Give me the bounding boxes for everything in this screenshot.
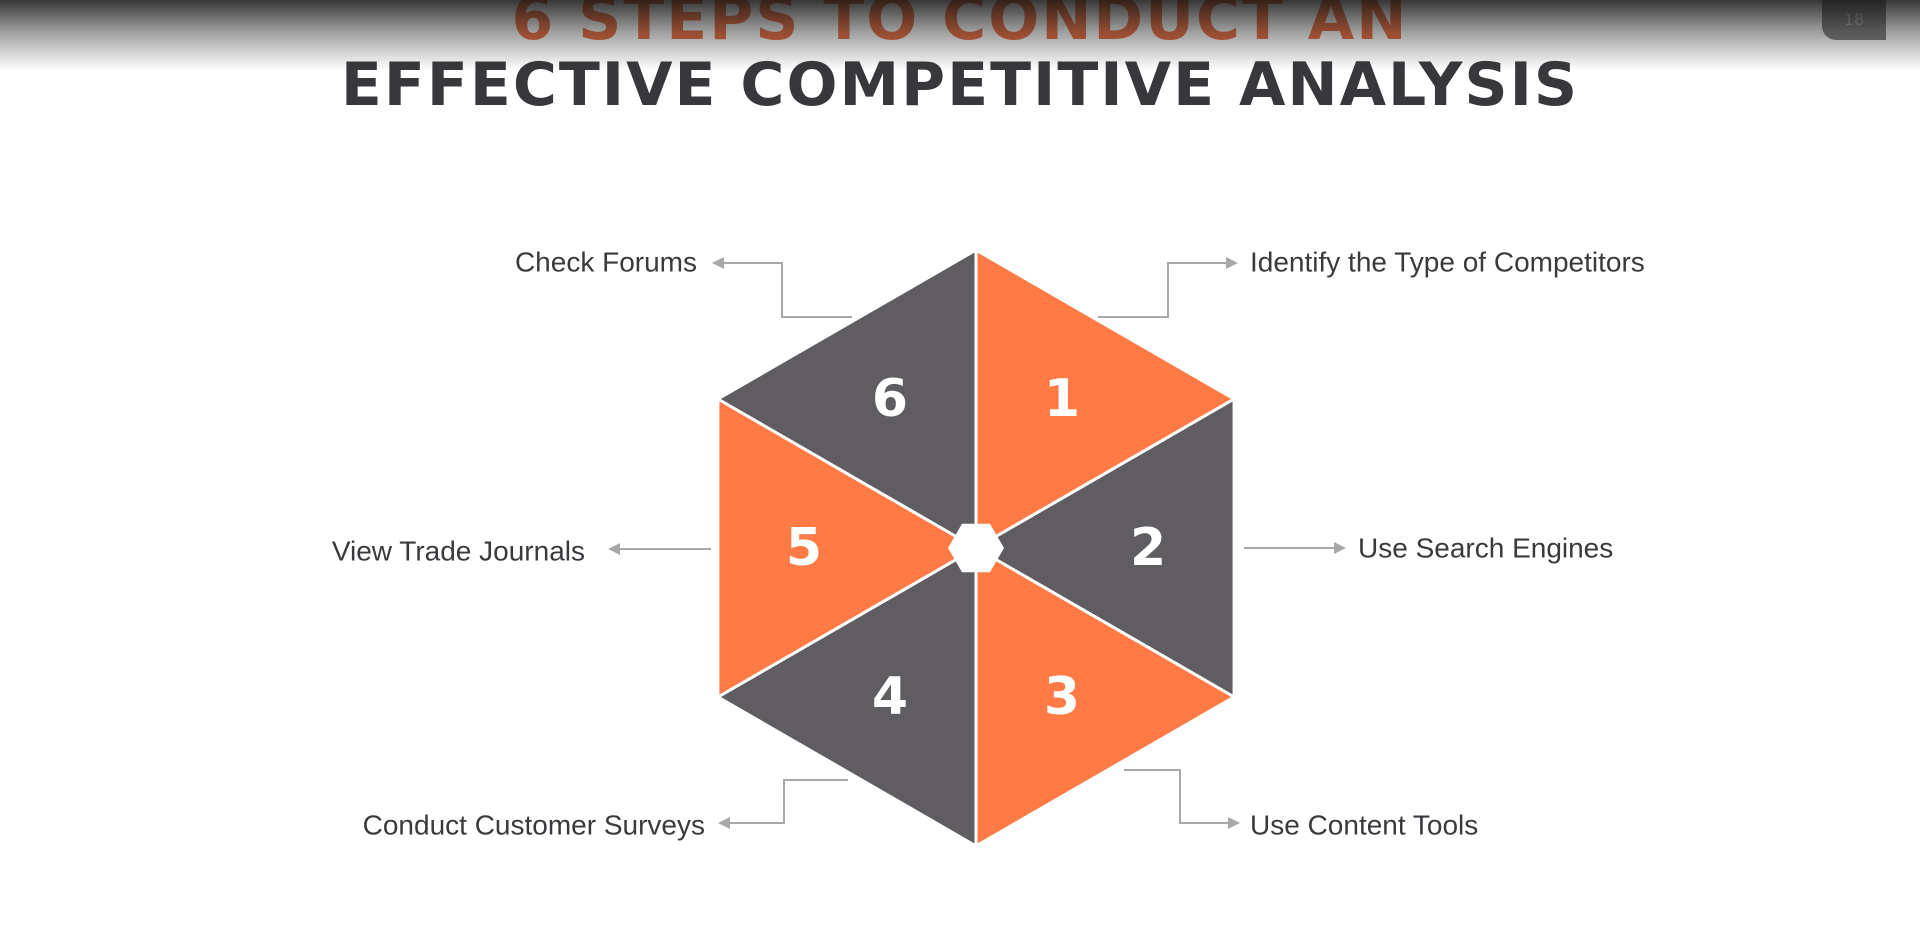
slide-number: 18 xyxy=(1843,9,1865,29)
center-hole xyxy=(948,523,1004,573)
segment-numbers: 1 2 3 4 5 6 xyxy=(786,369,1166,727)
connector-1 xyxy=(1098,262,1232,318)
connector-4 xyxy=(724,779,848,824)
connector-3 xyxy=(1124,769,1234,824)
segment-number-2: 2 xyxy=(1130,518,1166,578)
arrowhead-3 xyxy=(1228,817,1240,829)
step-label-1: Identify the Type of Competitors xyxy=(1250,247,1645,278)
step-label-4: Conduct Customer Surveys xyxy=(363,810,705,841)
segment-number-6: 6 xyxy=(872,369,908,429)
segment-number-4: 4 xyxy=(872,667,908,727)
hexagon-segments xyxy=(716,248,1236,848)
center-hexagon xyxy=(948,523,1004,573)
arrowhead-6 xyxy=(712,257,724,269)
slide-number-badge: 18 xyxy=(1822,0,1886,40)
arrowhead-4 xyxy=(718,817,730,829)
step-label-5: View Trade Journals xyxy=(332,536,585,567)
segment-number-1: 1 xyxy=(1044,369,1080,429)
segment-number-3: 3 xyxy=(1044,667,1080,727)
segment-number-5: 5 xyxy=(786,518,822,578)
step-label-2: Use Search Engines xyxy=(1358,533,1613,564)
arrowhead-5 xyxy=(608,543,620,555)
step-label-6: Check Forums xyxy=(515,247,697,278)
segment-6 xyxy=(716,248,978,550)
connectors xyxy=(608,257,1346,829)
step-label-3: Use Content Tools xyxy=(1250,810,1478,841)
arrowhead-1 xyxy=(1226,257,1238,269)
connector-6 xyxy=(718,262,852,318)
arrowhead-2 xyxy=(1334,542,1346,554)
